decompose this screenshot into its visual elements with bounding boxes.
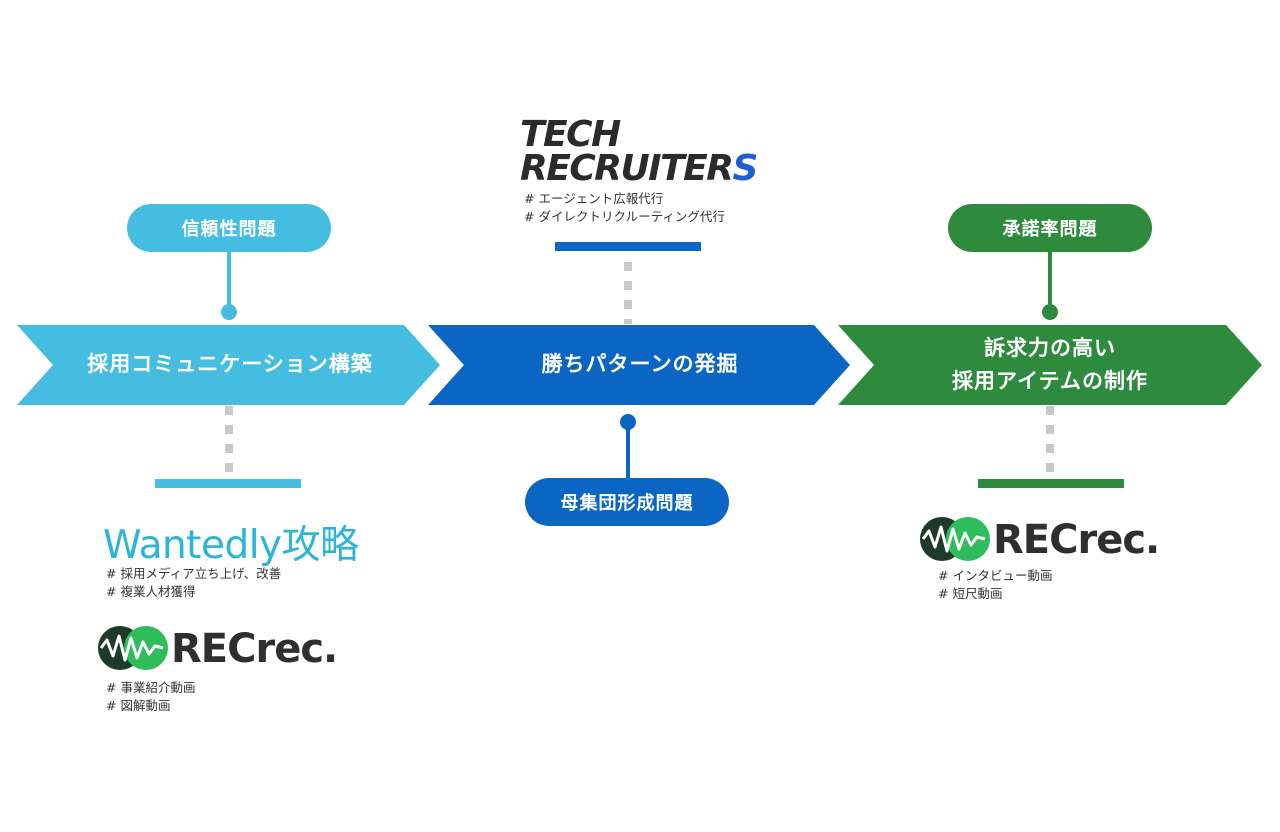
trust-problem-pill: 信頼性問題 — [127, 204, 331, 252]
stage-1-arrow — [17, 325, 440, 405]
recrec-logo-text-right: RECrec. — [993, 517, 1160, 563]
stage-3-arrow — [838, 325, 1262, 405]
wantedly-tags: # 採用メディア立ち上げ、改善 # 複業人材獲得 — [106, 565, 281, 601]
recrec-left-tag-1: # 事業紹介動画 — [106, 680, 196, 695]
trust-connector — [227, 252, 231, 308]
acceptance-connector — [1048, 252, 1052, 308]
tech-recruiters-tags: # エージェント広報代行 # ダイレクトリクルーティング代行 — [524, 190, 725, 226]
recrec-logo-left: RECrec. — [97, 624, 377, 672]
tech-recruiters-tag-1: # エージェント広報代行 — [524, 191, 664, 206]
tech-recruiters-logo-line1: TECH — [520, 114, 621, 155]
recrec-logo-text-left: RECrec. — [171, 626, 338, 672]
recrec-right-tag-2: # 短尺動画 — [938, 586, 1003, 601]
recrec-right-tag-1: # インタビュー動画 — [938, 568, 1053, 583]
stage-2-arrow — [428, 325, 850, 405]
recrec-left-tags: # 事業紹介動画 # 図解動画 — [106, 679, 195, 715]
tech-recruiters-logo-line2: RECRUITERS — [520, 148, 758, 189]
stage-3-label-line1: 訴求力の高い — [984, 336, 1116, 360]
stage-1-label: 採用コミュニケーション構築 — [87, 352, 373, 376]
wantedly-tag-1: # 採用メディア立ち上げ、改善 — [106, 566, 282, 581]
stage-1-service-bar — [155, 479, 301, 488]
stage-3-service-bar — [978, 479, 1124, 488]
stage-3-label-line2: 採用アイテムの制作 — [952, 369, 1148, 393]
population-problem-pill: 母集団形成問題 — [525, 478, 729, 526]
stage-2-dashed-connector — [624, 262, 632, 324]
recrec-right-tags: # インタビュー動画 # 短尺動画 — [938, 567, 1052, 603]
stage-3-dashed-connector — [1046, 406, 1054, 472]
wantedly-logo: Wantedly攻略 — [103, 523, 359, 568]
wave-icon — [920, 517, 990, 561]
tech-recruiters-logo: TECH RECRUITERS — [520, 114, 758, 189]
wave-icon — [98, 626, 168, 670]
population-connector-dot — [620, 414, 636, 430]
tech-recruiters-tag-2: # ダイレクトリクルーティング代行 — [524, 209, 725, 224]
trust-connector-dot — [221, 304, 237, 320]
stage-2-service-bar — [555, 242, 701, 251]
stage-3-label: 訴求力の高い 採用アイテムの制作 — [860, 332, 1240, 398]
stage-1-dashed-connector — [225, 406, 233, 472]
acceptance-problem-pill: 承諾率問題 — [948, 204, 1152, 252]
acceptance-connector-dot — [1042, 304, 1058, 320]
wantedly-tag-2: # 複業人材獲得 — [106, 584, 196, 599]
recrec-left-tag-2: # 図解動画 — [106, 698, 171, 713]
stage-2-label: 勝ちパターンの発掘 — [541, 352, 739, 376]
population-connector — [626, 426, 630, 480]
recrec-logo-right: RECrec. — [919, 515, 1199, 563]
